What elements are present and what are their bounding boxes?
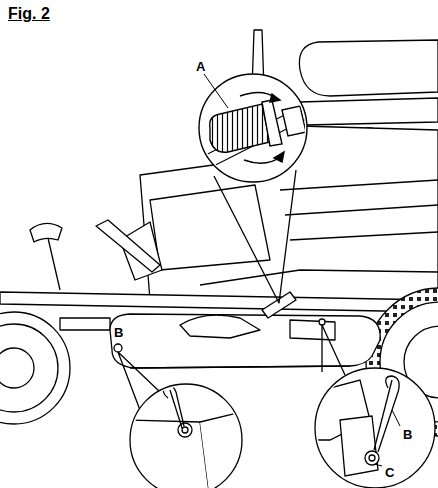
illustration-stroke bbox=[299, 40, 438, 96]
illustration-stroke bbox=[392, 410, 400, 426]
illustration-stroke bbox=[374, 380, 392, 450]
illustration-stroke bbox=[180, 92, 336, 180]
illustration-stroke bbox=[204, 74, 228, 108]
illustration-stroke bbox=[274, 152, 284, 162]
illustration-stroke bbox=[114, 344, 122, 352]
illustration-stroke bbox=[280, 180, 438, 240]
illustration-stroke bbox=[270, 94, 280, 102]
illustration-stroke bbox=[262, 292, 296, 318]
illustration-stroke bbox=[315, 376, 399, 476]
illustration-stroke bbox=[128, 384, 250, 488]
illustration-stroke bbox=[319, 319, 325, 325]
callout-letter: A bbox=[195, 60, 206, 73]
illustration-stroke bbox=[322, 325, 345, 375]
illustration-stroke bbox=[369, 455, 375, 461]
illustration-stroke bbox=[150, 185, 270, 270]
illustration-stroke bbox=[374, 464, 382, 466]
illustration-stroke bbox=[170, 390, 182, 428]
illustration-stroke bbox=[315, 368, 435, 488]
callout-letter: B bbox=[402, 428, 413, 441]
illustration-stroke bbox=[182, 427, 188, 433]
illustration-stroke bbox=[200, 410, 250, 488]
illustration-stroke bbox=[290, 320, 335, 340]
illustration-stroke bbox=[178, 423, 192, 437]
illustration-stroke bbox=[128, 420, 210, 488]
illustration-stroke bbox=[60, 318, 110, 330]
illustration-stroke bbox=[128, 385, 250, 488]
illustration-stroke bbox=[340, 416, 378, 476]
illustration-stroke bbox=[0, 292, 438, 312]
figure-title: Fig. 2 bbox=[8, 6, 50, 22]
illustration-stroke bbox=[180, 315, 260, 338]
illustration-stroke bbox=[180, 92, 336, 180]
illustration-stroke bbox=[204, 74, 400, 466]
illustration-stroke bbox=[163, 385, 184, 426]
illustration-stroke bbox=[0, 348, 34, 388]
illustration-stroke bbox=[262, 100, 282, 146]
illustration-stroke bbox=[300, 98, 438, 125]
callout-letter: B bbox=[113, 326, 124, 339]
illustration-stroke bbox=[180, 74, 336, 182]
illustration-stroke bbox=[210, 104, 270, 152]
callout-letter: C bbox=[384, 466, 395, 479]
illustration-stroke bbox=[130, 366, 350, 368]
illustration-stroke bbox=[199, 74, 307, 182]
illustration-stroke bbox=[365, 451, 379, 465]
illustration-stroke bbox=[0, 324, 58, 412]
illustration-stroke bbox=[282, 106, 306, 136]
illustration-stroke bbox=[200, 270, 438, 285]
illustration-stroke bbox=[110, 314, 380, 368]
illustration-stroke bbox=[30, 223, 62, 242]
illustration-stroke bbox=[315, 368, 435, 488]
illustration-stroke bbox=[378, 376, 399, 452]
illustration-stroke bbox=[214, 170, 296, 303]
illustration-stroke bbox=[96, 220, 160, 272]
illustration-stroke bbox=[48, 238, 60, 290]
